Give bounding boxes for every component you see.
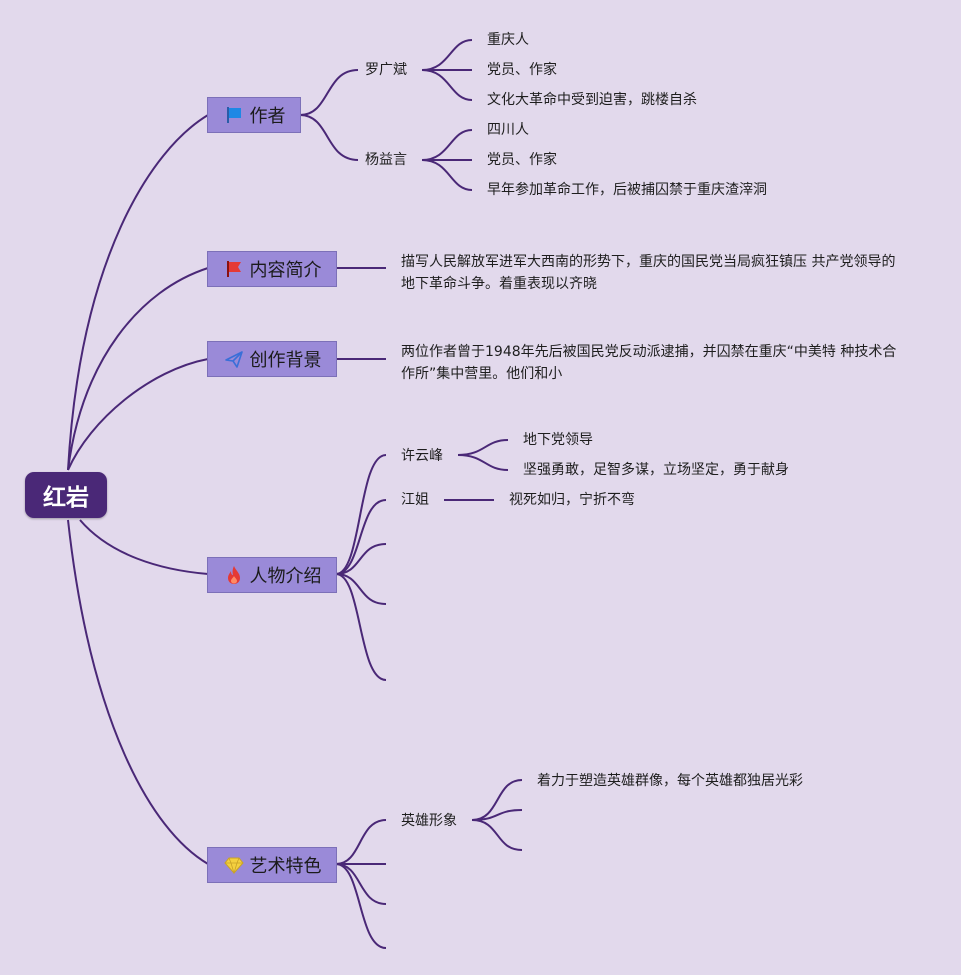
branch-characters[interactable]: 人物介绍 [207, 557, 337, 593]
author-fact[interactable]: 党员、作家 [487, 152, 557, 168]
branch-summary[interactable]: 内容简介 [207, 251, 337, 287]
author-fact[interactable]: 重庆人 [487, 32, 529, 48]
character-trait[interactable]: 坚强勇敢，足智多谋，立场坚定，勇于献身 [523, 462, 789, 478]
art-item[interactable]: 英雄形象 [401, 813, 457, 829]
branch-art[interactable]: 艺术特色 [207, 847, 337, 883]
author-name[interactable]: 罗广斌 [365, 62, 407, 78]
art-detail[interactable]: 着力于塑造英雄群像，每个英雄都独居光彩 [537, 773, 803, 789]
paper-plane-icon [223, 348, 245, 370]
author-fact[interactable]: 文化大革命中受到迫害，跳楼自杀 [487, 92, 697, 108]
branch-author[interactable]: 作者 [207, 97, 301, 133]
author-fact[interactable]: 党员、作家 [487, 62, 557, 78]
character-trait[interactable]: 视死如归，宁折不弯 [509, 492, 635, 508]
author-fact[interactable]: 早年参加革命工作，后被捕囚禁于重庆渣滓洞 [487, 182, 767, 198]
author-fact[interactable]: 四川人 [487, 122, 529, 138]
root-topic[interactable]: 红岩 [25, 472, 107, 518]
background-text[interactable]: 两位作者曾于1948年先后被国民党反动派逮捕，并囚禁在重庆“中美特 种技术合作所… [401, 344, 897, 382]
blue-flag-icon [223, 104, 245, 126]
branch-label: 作者 [249, 106, 286, 127]
red-flag-icon [223, 258, 245, 280]
diamond-icon [223, 854, 245, 876]
branch-label: 艺术特色 [249, 856, 322, 877]
character-name[interactable]: 江姐 [401, 492, 429, 508]
fire-icon [223, 564, 245, 586]
branch-background[interactable]: 创作背景 [207, 341, 337, 377]
author-name[interactable]: 杨益言 [365, 152, 407, 168]
summary-text[interactable]: 描写人民解放军进军大西南的形势下，重庆的国民党当局疯狂镇压 共产党领导的地下革命… [401, 254, 896, 292]
branch-label: 创作背景 [249, 350, 322, 371]
branch-label: 内容简介 [249, 260, 322, 281]
character-name[interactable]: 许云峰 [401, 448, 443, 464]
branch-label: 人物介绍 [249, 566, 322, 587]
character-trait[interactable]: 地下党领导 [523, 432, 593, 448]
